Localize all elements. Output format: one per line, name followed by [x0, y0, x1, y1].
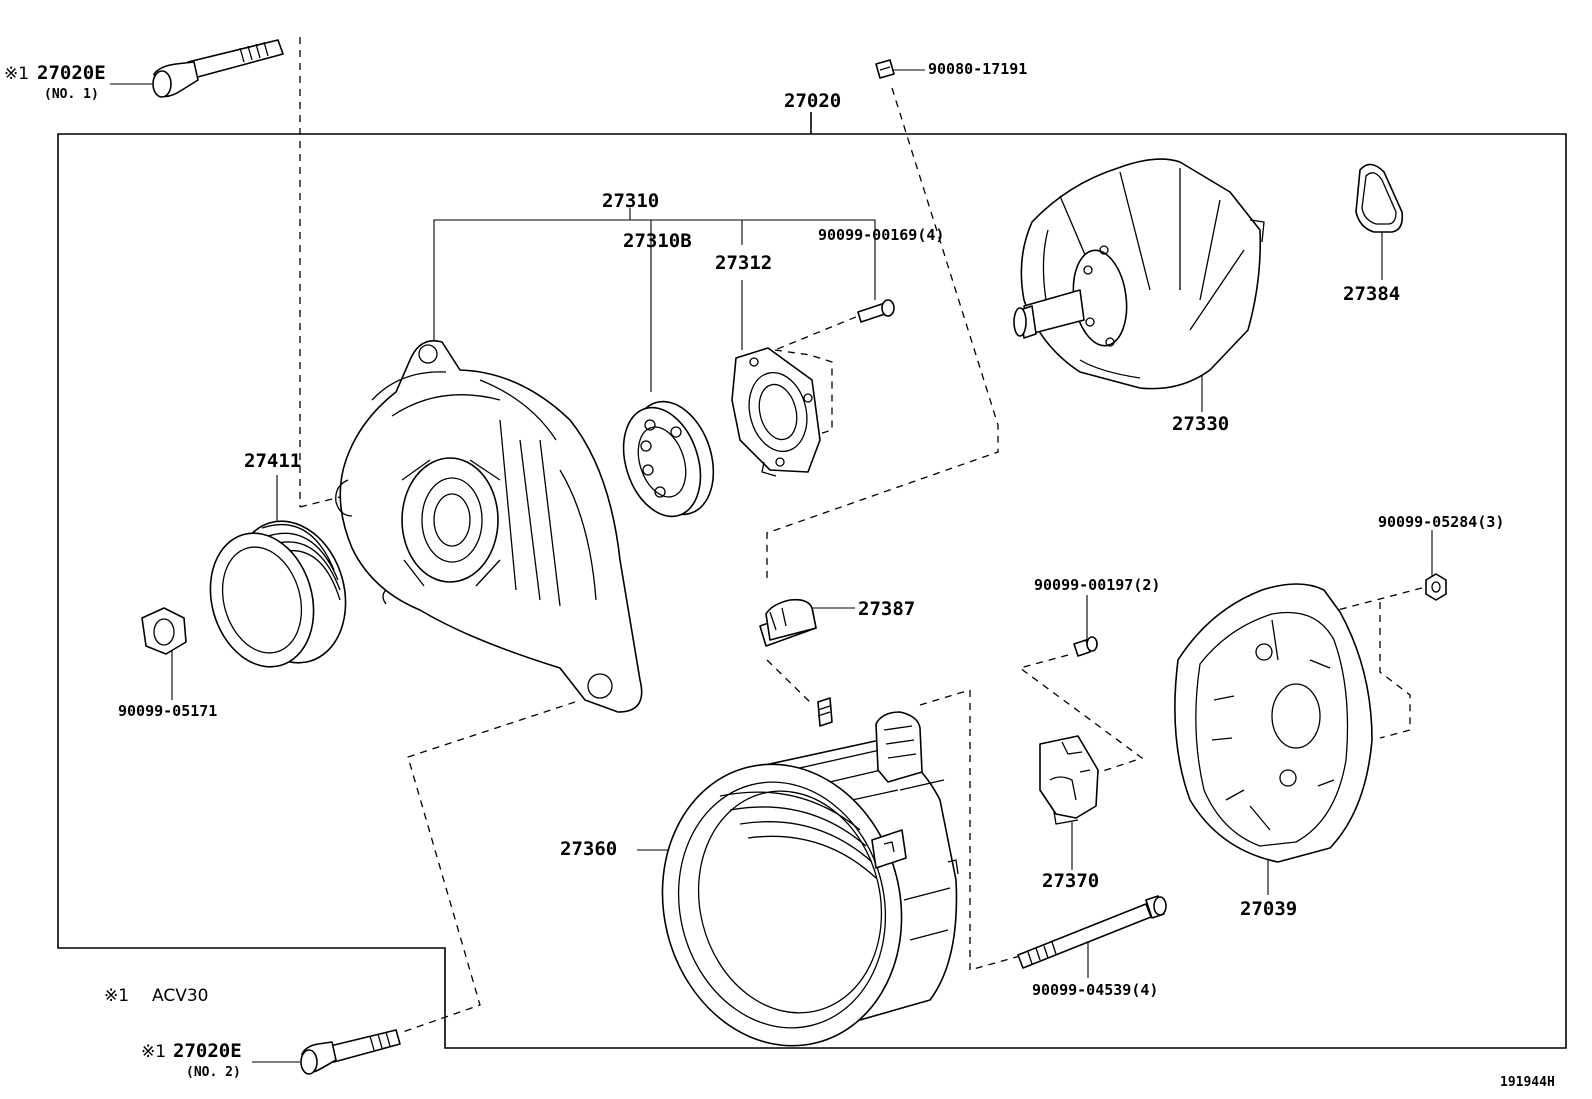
leader-line — [433, 219, 876, 342]
footnote-text: ACV30 — [152, 986, 209, 1006]
terminal-cap-label: 27387 — [858, 598, 916, 620]
retainer-plate-part — [731, 347, 821, 477]
terminal-insulator-label: 90080-17191 — [928, 60, 1028, 78]
brush-holder-screw-part — [1073, 636, 1098, 657]
bolt-no2-label: 27020E — [173, 1040, 242, 1062]
alignment-dashed-line — [299, 496, 341, 508]
alignment-dashed-line — [1379, 602, 1411, 739]
brush-holder-screw-label: 90099-00197(2) — [1034, 576, 1161, 594]
pulley-nut-label: 90099-05171 — [118, 702, 218, 720]
brush-holder-part — [1039, 735, 1099, 825]
pulley-nut-part — [141, 607, 187, 655]
rear-cover-part — [1174, 583, 1373, 863]
footnote-marker: ※1 — [104, 986, 130, 1006]
cover-nut-label: 90099-05284(3) — [1378, 513, 1505, 531]
drive-end-frame-part — [335, 340, 643, 713]
pulley-part — [209, 520, 347, 668]
retainer-screw-part — [857, 299, 895, 323]
cover-nut-part — [1425, 573, 1447, 601]
rotor-part — [1013, 158, 1265, 390]
assembly-number-label: 27020 — [784, 90, 842, 112]
alignment-dashed-line — [766, 659, 813, 705]
assembly-boundary-frame — [57, 133, 1567, 1049]
bolt-no1-qualifier: (NO. 1) — [44, 87, 99, 102]
through-bolt-label: 90099-04539(4) — [1032, 981, 1159, 999]
terminal-insulator-part — [875, 59, 895, 79]
rotor-ring-part — [1355, 163, 1404, 233]
drive-frame-label: 27310 — [602, 190, 660, 212]
bolt-no2-part — [300, 1029, 401, 1075]
alignment-dashed-line — [399, 701, 576, 1034]
bolt-no1-part — [152, 39, 284, 98]
alignment-dashed-line — [774, 349, 833, 441]
alignment-dashed-line — [1329, 587, 1423, 613]
retainer-plate-label: 27312 — [715, 252, 773, 274]
figure-code: 191944H — [1500, 1075, 1555, 1090]
bearing-label: 27310B — [623, 230, 692, 252]
through-bolt-part — [1017, 895, 1167, 969]
rotor-ring-label: 27384 — [1343, 283, 1401, 305]
alignment-dashed-line — [766, 87, 999, 582]
brush-holder-label: 27370 — [1042, 870, 1100, 892]
pulley-label: 27411 — [244, 450, 302, 472]
bearing-part — [622, 400, 715, 518]
retainer-screw-label: 90099-00169(4) — [818, 226, 945, 244]
rotor-label: 27330 — [1172, 413, 1230, 435]
bolt-no2-marker: ※1 — [141, 1042, 167, 1062]
terminal-cap-part — [759, 598, 817, 647]
alignment-dashed-line — [774, 311, 869, 351]
alignment-dashed-line — [919, 689, 971, 706]
bolt-no1-label: 27020E — [37, 62, 106, 84]
rear-cover-label: 27039 — [1240, 898, 1298, 920]
stator-part — [661, 697, 959, 1047]
stator-label: 27360 — [560, 838, 618, 860]
bolt-no1-marker: ※1 — [4, 64, 30, 84]
alignment-dashed-line — [969, 690, 1096, 971]
bolt-no2-qualifier: (NO. 2) — [186, 1065, 241, 1080]
